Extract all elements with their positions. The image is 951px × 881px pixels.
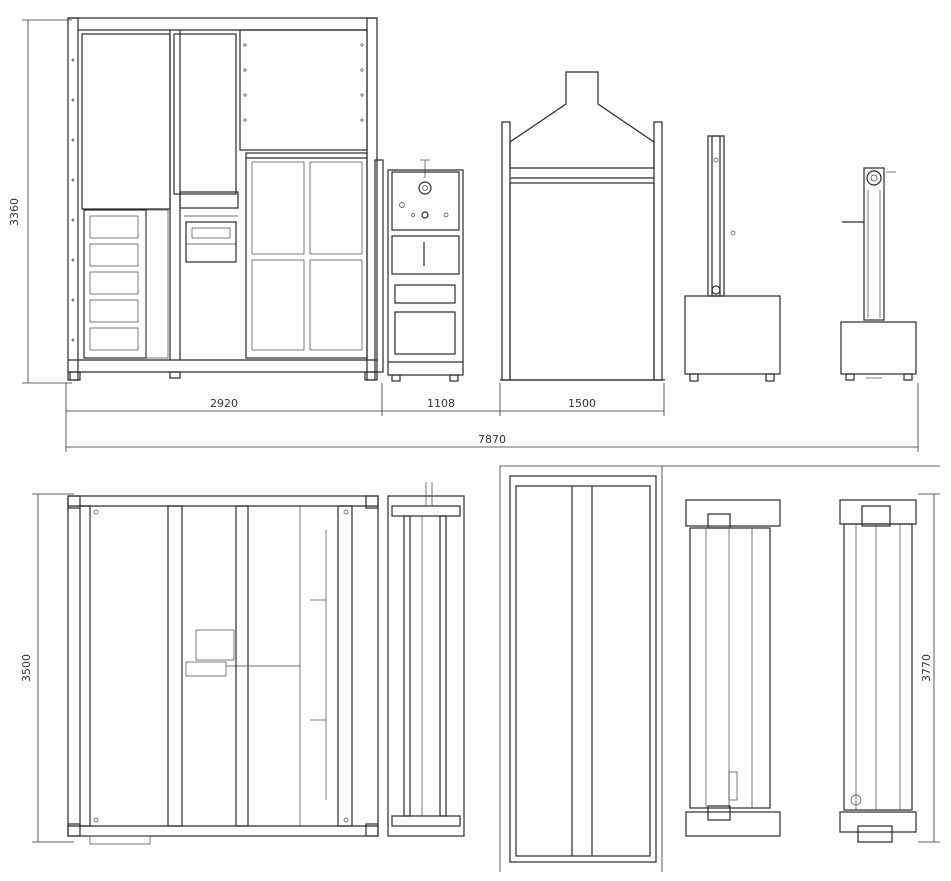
- plan-depth-right-label: 3770: [920, 654, 933, 682]
- control-cabinet: [387, 159, 464, 382]
- width-main-label: 2920: [210, 397, 238, 410]
- width-dimensions: 2920 1108 1500 7870: [65, 383, 919, 452]
- total-width-label: 7870: [478, 433, 506, 446]
- width-control-label: 1108: [427, 397, 455, 410]
- rivet-row: [243, 43, 364, 122]
- plan-depth-left-label: 3500: [20, 654, 33, 682]
- height-dimension-label: 3360: [8, 198, 21, 226]
- plan-view-right: 3770: [499, 465, 940, 872]
- hood-cabinet: [500, 71, 665, 381]
- height-dimension: 3360: [8, 19, 72, 384]
- plan-view-left: 3500: [20, 482, 465, 845]
- plan-depth-right-dimension: 3770: [918, 493, 940, 843]
- width-hood-label: 1500: [568, 397, 596, 410]
- main-cabinet: [67, 17, 384, 381]
- front-elevation: 3360: [8, 17, 919, 452]
- column-unit-side: [840, 167, 917, 381]
- column-unit-front: [684, 135, 781, 382]
- plan-depth-dimension: 3500: [20, 493, 74, 843]
